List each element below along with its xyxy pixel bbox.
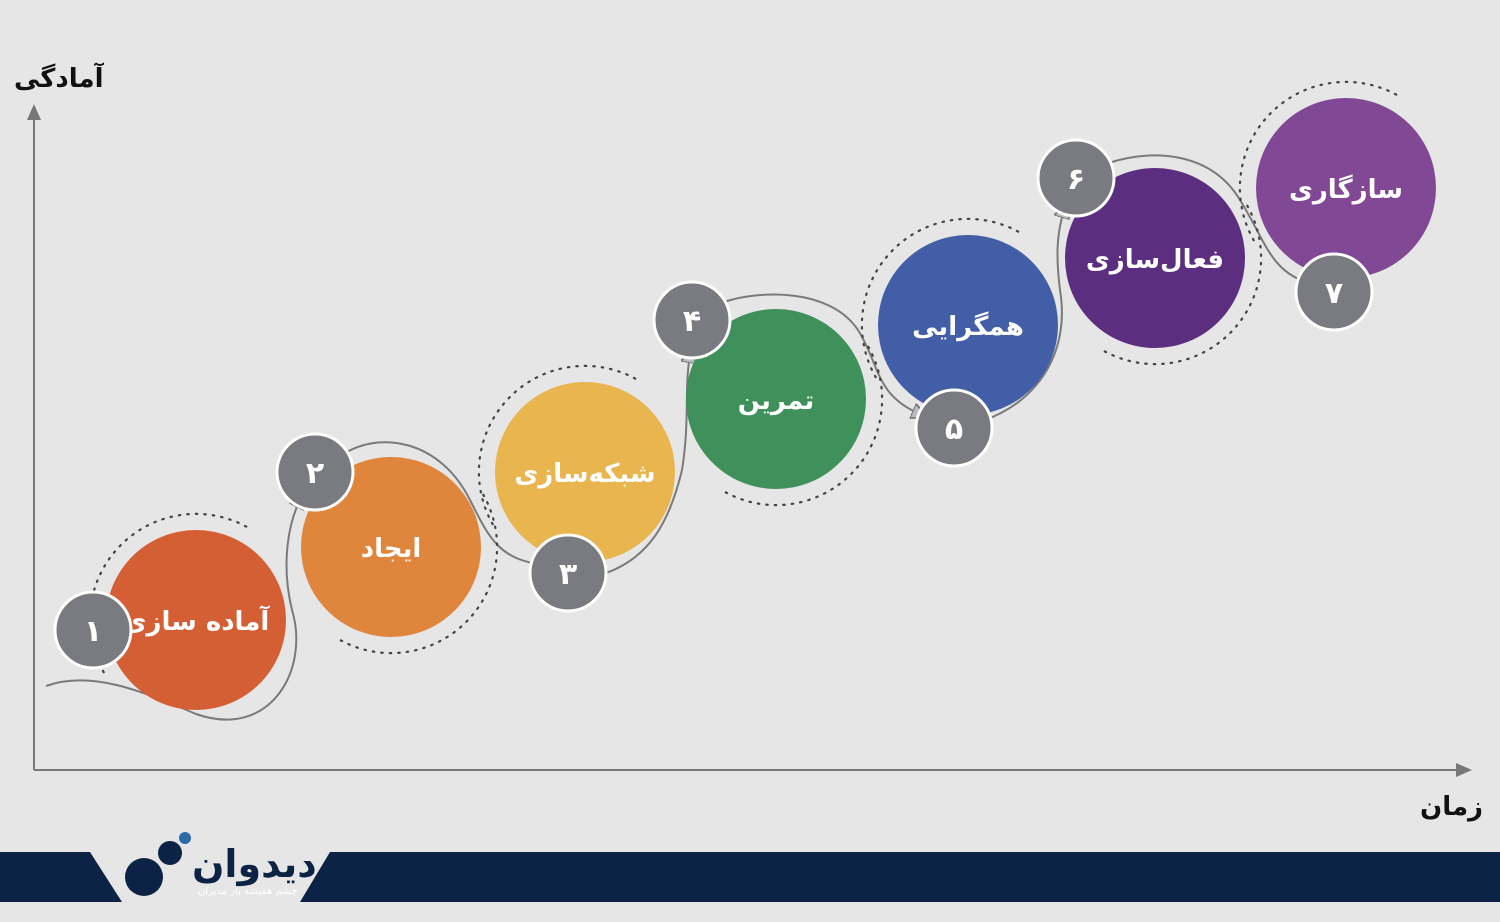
connector-curve <box>341 441 545 565</box>
stage-number-badge: ۷ <box>1294 252 1374 332</box>
stage-3: شبکه‌سازی <box>495 382 675 562</box>
x-axis-arrow <box>1456 763 1472 777</box>
badge-number: ۴ <box>683 304 701 339</box>
badge-number: ۱ <box>84 614 102 649</box>
connector-curve <box>723 293 920 414</box>
stage-label: همگرایی <box>912 311 1024 342</box>
stage-circle <box>878 235 1058 415</box>
stage-circle <box>686 309 866 489</box>
brand-name: دیدوان <box>192 842 317 886</box>
badge-circle <box>528 533 608 613</box>
stage-number-badge: ۳ <box>528 533 608 613</box>
stage-number-badge: ۶ <box>1036 138 1116 218</box>
y-axis-arrow <box>27 104 41 120</box>
stage-circle <box>301 457 481 637</box>
badge-number: ۲ <box>306 456 324 491</box>
logo-dot-small <box>179 832 191 844</box>
stage-number-badge: ۴ <box>652 280 732 360</box>
badge-number: ۶ <box>1067 162 1085 197</box>
stage-circle <box>1065 168 1245 348</box>
dotted-ring <box>1101 204 1263 366</box>
stage-label: ایجاد <box>361 534 422 564</box>
stage-circle <box>106 530 286 710</box>
logo-dot-medium <box>158 841 182 865</box>
connector-curve <box>984 210 1064 421</box>
footer-strip <box>0 902 1500 922</box>
stage-label: شبکه‌سازی <box>514 459 655 489</box>
stage-5: همگرایی <box>878 235 1058 415</box>
stage-label: سازگاری <box>1289 174 1403 205</box>
stage-label: تمرین <box>738 386 815 416</box>
stage-6: فعال‌سازی <box>1065 168 1245 348</box>
badge-number: ۷ <box>1325 276 1343 311</box>
brand-tagline: چشم همیشه باز مدیران <box>198 886 298 897</box>
stage-circle <box>495 382 675 562</box>
dotted-ring <box>1238 80 1400 242</box>
y-axis-label: آمادگی <box>14 64 104 94</box>
dotted-ring <box>722 345 884 507</box>
dotted-ring <box>860 217 1022 379</box>
badge-circle <box>652 280 732 360</box>
stage-circle <box>1256 98 1436 278</box>
stage-number-badge: ۲ <box>275 432 355 512</box>
stage-label: آماده سازی <box>123 605 271 637</box>
badge-number: ۳ <box>559 557 577 592</box>
stage-1: آماده سازی <box>106 530 286 710</box>
stage-label: فعال‌سازی <box>1086 245 1224 275</box>
stage-7: سازگاری <box>1256 98 1436 278</box>
stage-number-badge: ۵ <box>914 388 994 468</box>
logo-dot-large <box>125 858 163 896</box>
badge-circle <box>1036 138 1116 218</box>
badge-circle <box>275 432 355 512</box>
x-axis-label: زمان <box>1420 792 1484 822</box>
badge-circle <box>1294 252 1374 332</box>
dotted-ring <box>337 493 499 655</box>
stage-2: ایجاد <box>301 457 481 637</box>
dotted-ring <box>88 512 250 674</box>
badge-circle <box>53 590 133 670</box>
dotted-ring <box>477 364 639 526</box>
stage-number-badge: ۱ <box>53 590 133 670</box>
stage-4: تمرین <box>686 309 866 489</box>
badge-number: ۵ <box>945 412 963 447</box>
badge-circle <box>914 388 994 468</box>
connector-curve <box>45 500 300 721</box>
